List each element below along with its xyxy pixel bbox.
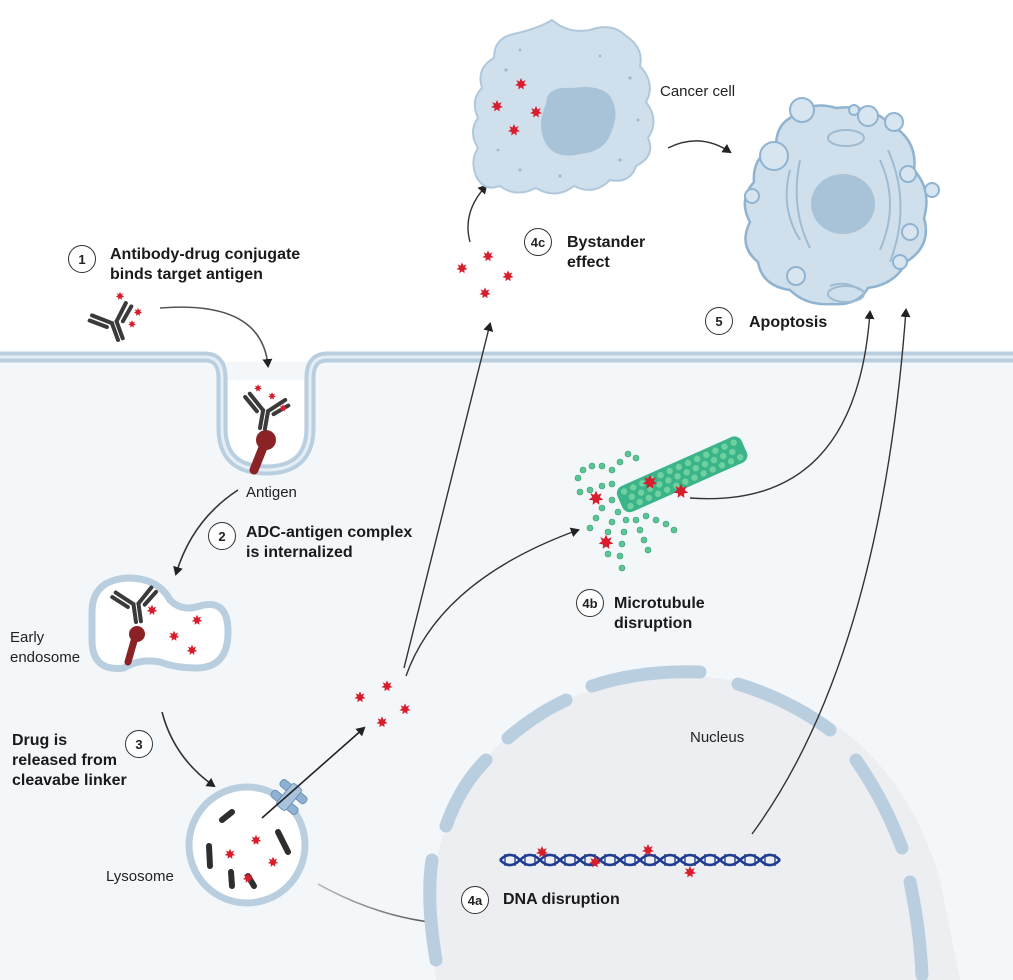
step-3-label: Drug is released from cleavabe linker [12,732,127,789]
dna-helix-icon [499,844,781,878]
step-4a-badge: 4a [461,886,489,914]
step-1-badge: 1 [68,245,96,273]
step-3-badge: 3 [125,730,153,758]
antigen-label: Antigen [246,484,297,501]
binding-arrow [159,306,273,368]
endosome-antigen-icon [124,626,145,666]
step-4c-label: Bystander effect [567,234,646,271]
lysosome-label: Lysosome [106,868,174,885]
bystander-to-cell-arrow [467,184,488,243]
step-5-label: Apoptosis [749,314,828,331]
bystander-drug-icon [456,250,514,299]
dna-to-apoptosis-arrow [751,308,911,835]
cancer-cell [472,18,655,195]
endosome-to-lysosome-arrow [161,711,216,788]
microtubule-icon [574,436,748,572]
microtubule-to-apoptosis-arrow [689,310,875,500]
internalization-arrow [173,489,239,576]
early-endosome-label: Early endosome [10,629,81,666]
step-4b-label: Microtubule disruption [614,595,705,632]
cancer-cell-label: Cancer cell [660,83,736,100]
step-2-badge: 2 [208,522,236,550]
release-arrow [261,726,366,819]
step-1-label: Antibody-drug conjugate binds target ant… [110,246,301,283]
antigen-icon [249,430,276,475]
to-apoptotic-cell-arrow [667,140,732,154]
nucleus [423,665,960,980]
apoptotic-cell [743,97,940,306]
nucleus-label: Nucleus [690,729,745,746]
to-microtubule-arrow [405,527,580,677]
step-4a-label: DNA disruption [503,891,620,908]
lysosome [185,783,309,907]
to-bystander-arrow [403,322,494,669]
step-5-badge: 5 [705,307,733,335]
step-2-label: ADC-antigen complex is internalized [246,524,413,561]
step-4b-badge: 4b [576,589,604,617]
step-4c-badge: 4c [524,228,552,256]
